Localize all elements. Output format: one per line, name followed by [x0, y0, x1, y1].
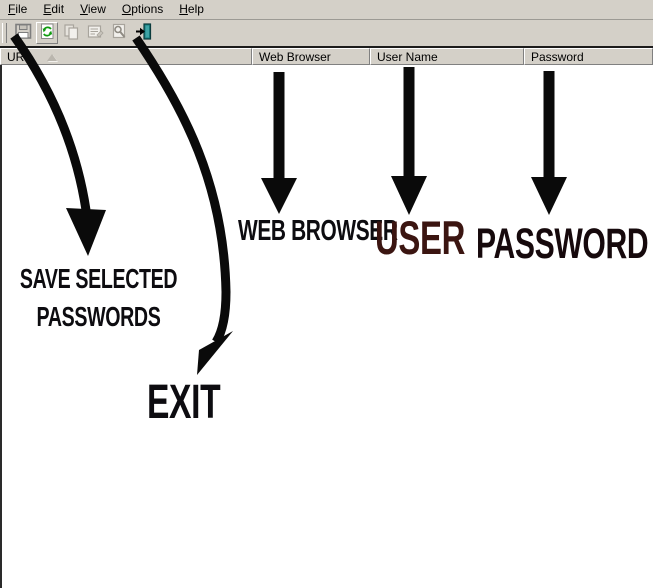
menu-view[interactable]: View — [80, 2, 106, 16]
menu-help[interactable]: Help — [179, 2, 204, 16]
refresh-button[interactable] — [36, 22, 58, 44]
column-label: Web Browser — [259, 50, 331, 64]
save-icon — [14, 22, 33, 44]
properties-button[interactable] — [84, 22, 106, 44]
column-header-web-browser[interactable]: Web Browser — [252, 48, 370, 65]
table-header: URL Web Browser User Name Password — [0, 48, 653, 65]
save-button[interactable] — [12, 22, 34, 44]
exit-icon — [134, 22, 153, 44]
sort-asc-icon — [47, 53, 58, 61]
annotation-exit: EXIT — [147, 376, 221, 429]
exit-button[interactable] — [132, 22, 154, 44]
menu-options[interactable]: Options — [121, 2, 164, 16]
annotation-save-selected-passwords: SAVE SELECTED PASSWORDS — [18, 260, 179, 336]
annotation-web-browser: WEB BROWSER — [238, 215, 398, 247]
column-label: Password — [531, 50, 584, 64]
menu-file[interactable]: File — [8, 2, 28, 16]
column-header-url[interactable]: URL — [0, 48, 252, 65]
annotation-password: PASSWORD — [476, 220, 649, 268]
inspect-button[interactable] — [108, 22, 130, 44]
toolbar-gripper — [2, 23, 7, 43]
properties-icon — [86, 22, 105, 44]
column-label: URL — [7, 50, 32, 64]
column-label: User Name — [377, 50, 438, 64]
annotation-line: SAVE SELECTED — [19, 263, 178, 294]
annotation-user: USER — [375, 211, 466, 264]
annotation-line: PASSWORDS — [36, 301, 161, 332]
column-header-password[interactable]: Password — [524, 48, 653, 65]
menu-edit[interactable]: Edit — [43, 2, 65, 16]
window-client-edge — [0, 46, 653, 48]
inspect-icon — [110, 22, 129, 44]
column-header-user-name[interactable]: User Name — [370, 48, 524, 65]
menu-bar: File Edit View Options Help — [0, 0, 653, 20]
toolbar — [0, 20, 653, 46]
refresh-icon — [38, 22, 57, 44]
copy-icon — [62, 22, 81, 44]
copy-button[interactable] — [60, 22, 82, 44]
